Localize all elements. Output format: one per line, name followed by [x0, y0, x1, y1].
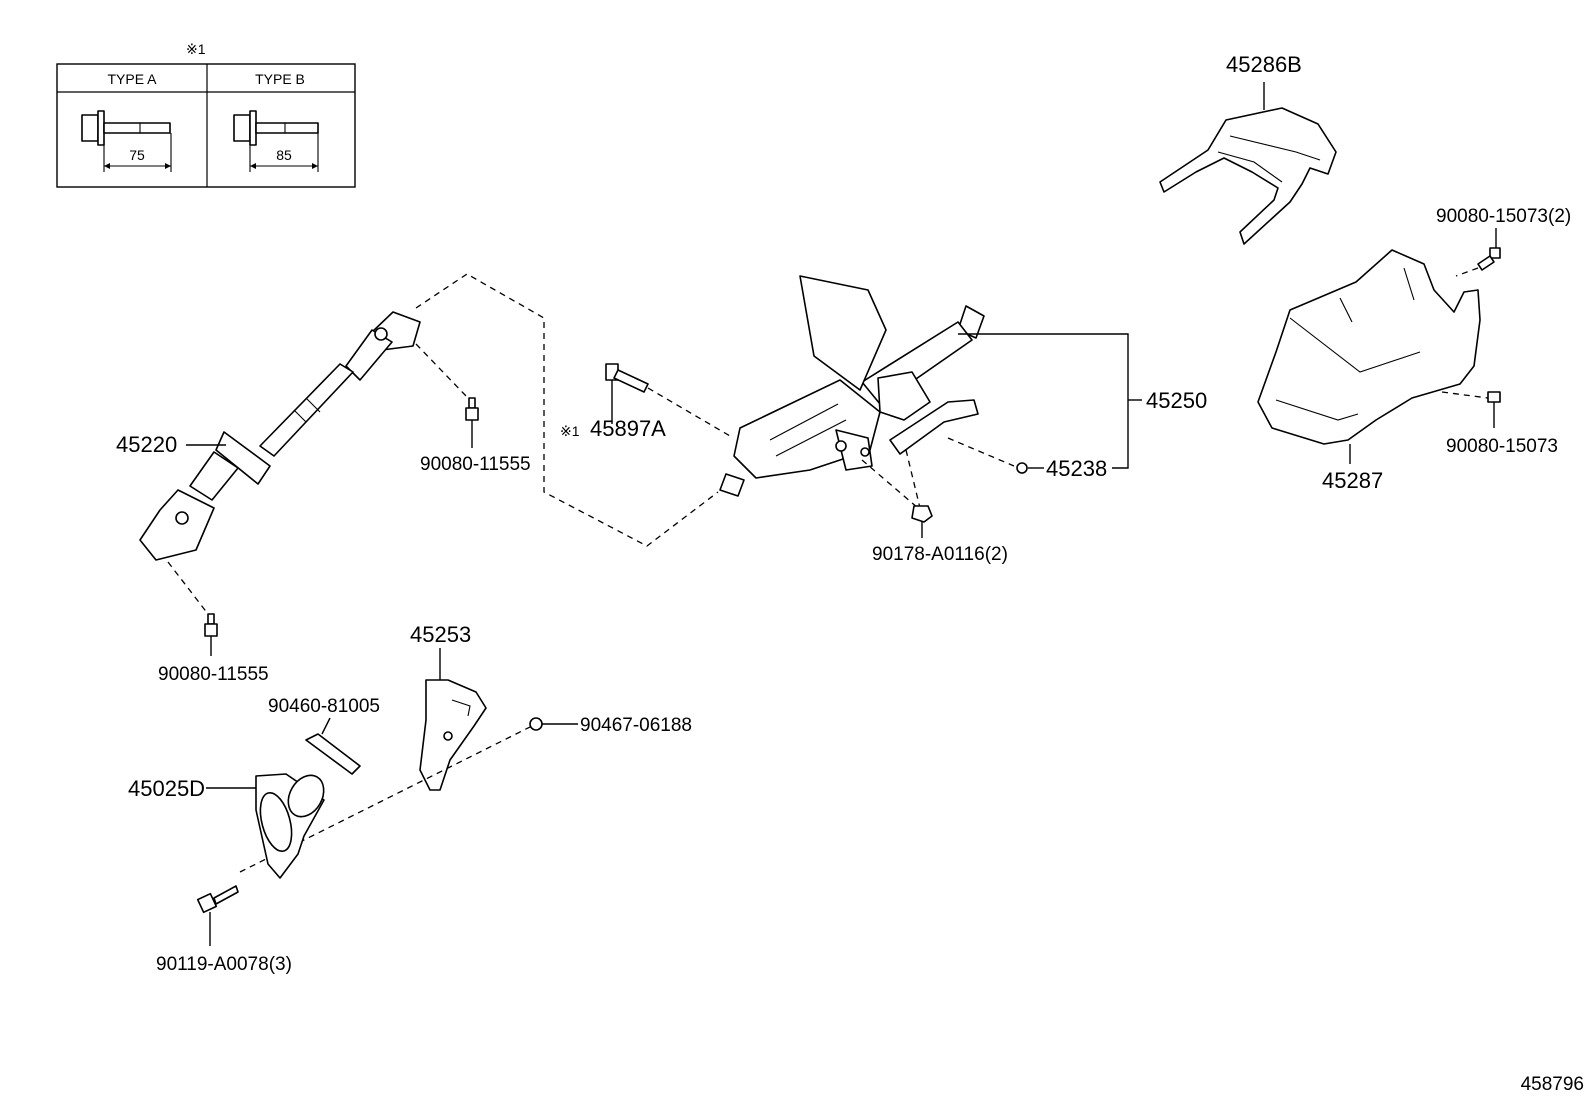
- part-45250: 45250: [1146, 388, 1207, 413]
- leader-90460: [321, 717, 331, 735]
- type-b-header: TYPE B: [255, 71, 305, 87]
- dash-90080-11555-top: [415, 343, 469, 399]
- type-b-length: 85: [276, 147, 292, 163]
- column-hole-cover-drawing: [419, 679, 487, 791]
- part-45897a-note: ※1: [560, 423, 580, 439]
- screw-90080-15073-icon: [1487, 391, 1501, 403]
- part-90080-15073: 90080-15073: [1446, 436, 1558, 457]
- dash-45238: [947, 437, 1015, 467]
- dash-90080-15073-2: [1455, 267, 1479, 277]
- dash-90080-11555-bottom: [167, 561, 209, 615]
- steering-column-drawing: [719, 275, 985, 497]
- part-45220: 45220: [116, 432, 177, 457]
- screw-90080-15073-2-icon: [1477, 247, 1501, 271]
- part-45286b: 45286B: [1226, 52, 1302, 77]
- part-45025d: 45025D: [128, 776, 205, 801]
- column-hole-seal-drawing: [255, 773, 325, 879]
- part-45897a: 45897A: [590, 416, 666, 441]
- part-90119: 90119-A0078(3): [156, 954, 292, 975]
- part-45287: 45287: [1322, 468, 1383, 493]
- clip-90467-icon: [529, 717, 543, 731]
- nut-45238-icon: [1016, 462, 1028, 474]
- type-b-bolt-icon: [233, 110, 319, 172]
- table-note-mark: ※1: [186, 41, 206, 57]
- part-90080-11555-top: 90080-11555: [420, 454, 531, 475]
- dash-90178-b: [905, 449, 921, 509]
- part-45253: 45253: [410, 622, 471, 647]
- diagram-id: 458796: [1521, 1074, 1584, 1095]
- part-90080-15073-2: 90080-15073(2): [1436, 206, 1571, 227]
- part-90467: 90467-06188: [580, 715, 692, 736]
- assembly-path-outline: [415, 273, 719, 547]
- part-45238: 45238: [1046, 456, 1107, 481]
- bolt-icon: [465, 397, 479, 421]
- type-a-length: 75: [129, 147, 145, 163]
- lower-column-cover-drawing: [1257, 249, 1481, 445]
- dash-90080-15073: [1441, 391, 1489, 399]
- seal-90460-icon: [305, 733, 361, 775]
- part-90178: 90178-A0116(2): [872, 544, 1008, 565]
- part-90080-11555-bottom: 90080-11555: [158, 664, 269, 685]
- bracket-45250: [958, 333, 1129, 469]
- bolt-icon: [204, 613, 218, 637]
- dash-90178-a: [861, 459, 919, 509]
- type-a-header: TYPE A: [107, 71, 157, 87]
- bolt-type-table: ※1 TYPE A TYPE B 75 85: [56, 41, 356, 188]
- upper-column-cover-drawing: [1159, 107, 1337, 245]
- bolt-90119-icon: [196, 885, 239, 914]
- intermediate-shaft-drawing: [139, 311, 421, 561]
- dash-45897a: [647, 387, 731, 437]
- nut-90178-icon: [911, 505, 933, 523]
- bolt-45897a-icon: [605, 363, 649, 393]
- type-a-bolt-icon: [81, 110, 172, 172]
- part-90460: 90460-81005: [268, 696, 380, 717]
